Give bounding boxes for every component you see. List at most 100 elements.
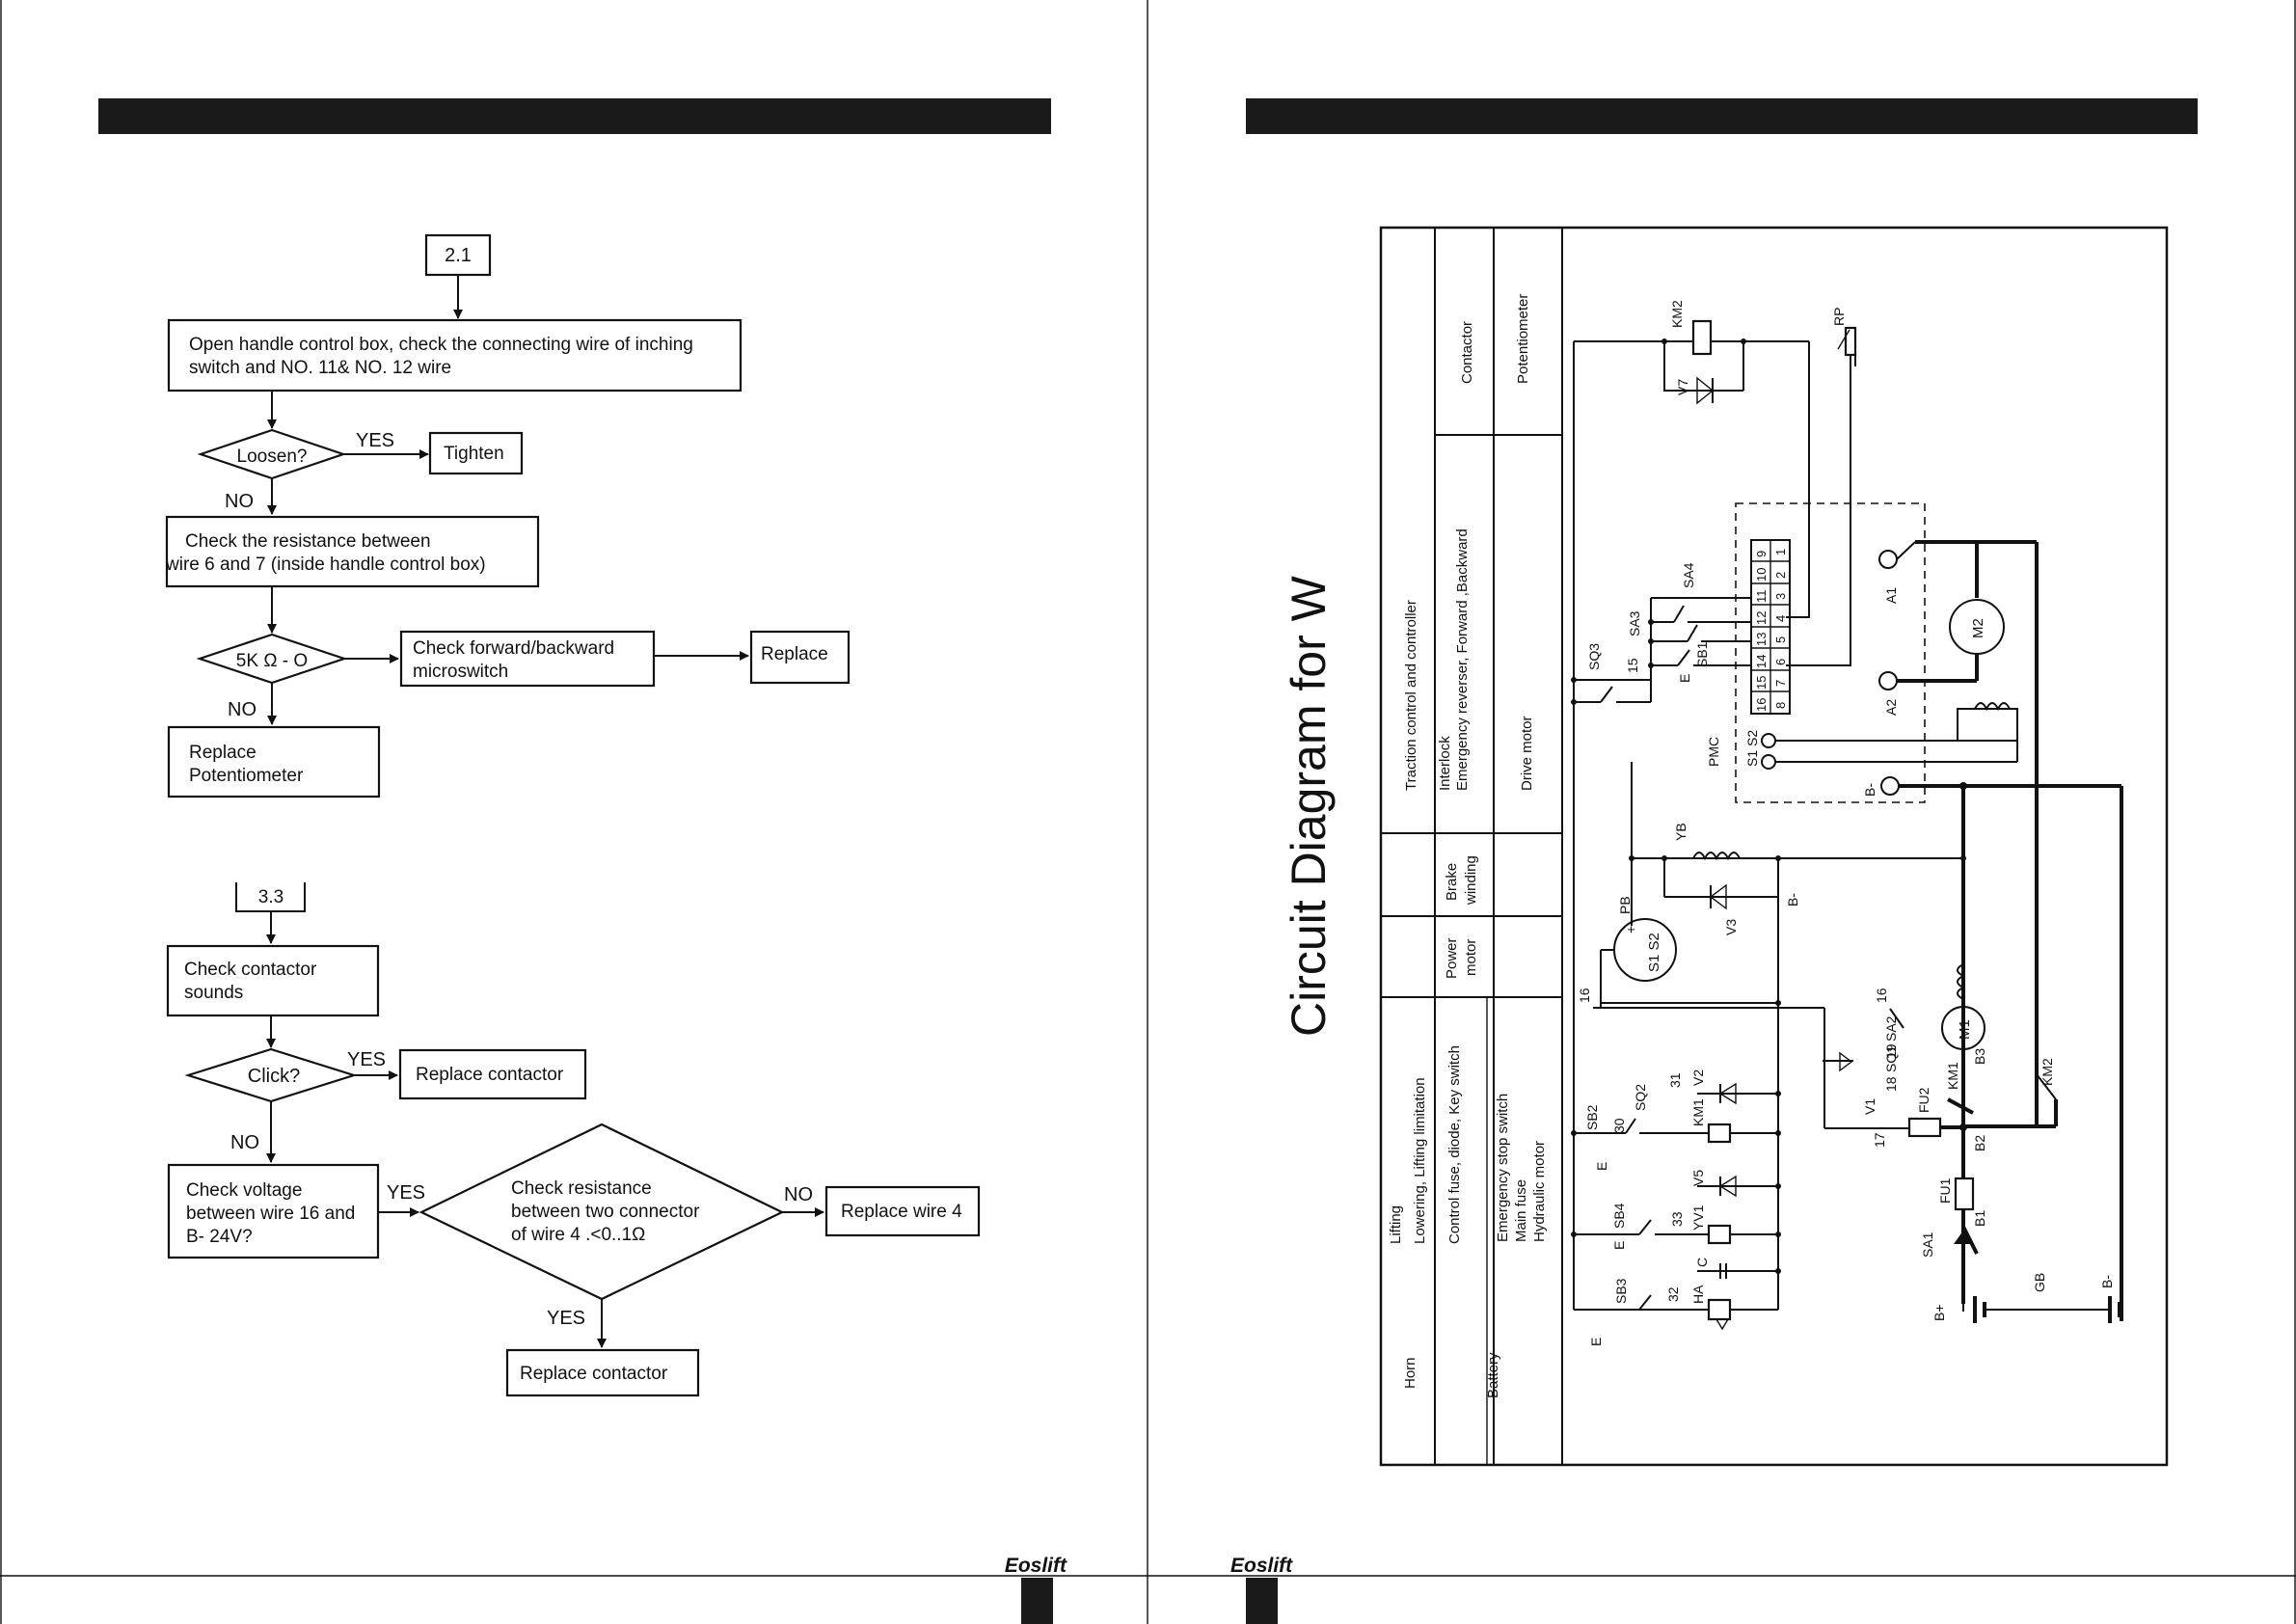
- right-header-bar: [1246, 98, 2198, 134]
- label-no-resistance: NO: [784, 1184, 813, 1205]
- lbl-sb1: SB1: [1694, 641, 1710, 667]
- label-yes-click: YES: [347, 1049, 386, 1070]
- lbl-v7: V7: [1675, 379, 1690, 395]
- terminal-15: 15: [1754, 676, 1769, 690]
- lbl-km2-r: KM2: [2039, 1058, 2055, 1086]
- legend-reverser: Emergency reverser, Forward ,Backward: [1454, 528, 1471, 791]
- label-yes-voltage: YES: [387, 1182, 425, 1204]
- lbl-pmc: PMC: [1706, 737, 1721, 767]
- legend-horn: Horn: [1402, 1357, 1418, 1389]
- label-no-5k: NO: [228, 699, 257, 720]
- label-no-loosen: NO: [225, 491, 254, 512]
- legend-motor: motor: [1463, 939, 1479, 976]
- decision-loosen: Loosen?: [237, 447, 308, 467]
- lbl-yb: YB: [1673, 823, 1688, 841]
- lbl-sq3: SQ3: [1586, 643, 1602, 670]
- lbl-18: 18: [1883, 1076, 1899, 1092]
- legend-potentiometer: Potentiometer: [1515, 294, 1531, 384]
- lbl-m1: M1: [1957, 1019, 1973, 1040]
- step-replace: Replace: [761, 644, 828, 664]
- lbl-e4: E: [1588, 1338, 1604, 1346]
- circuit-schematic: 16 15 14 13 12 11 10 9 8 7 6 5 4 3 2 1: [1571, 300, 2123, 1346]
- lbl-gb: GB: [2032, 1273, 2047, 1292]
- terminal-1: 1: [1773, 549, 1788, 555]
- legend-control-fuse: Control fuse, diode, Key switch: [1446, 1045, 1463, 1244]
- step-voltage-line1: Check voltage: [186, 1180, 302, 1201]
- step-replace-pot-line2: Potentiometer: [189, 766, 304, 786]
- flowchart-2-1: 2.1 Open handle control box, check the c…: [165, 233, 851, 798]
- terminal-16: 16: [1754, 698, 1769, 712]
- legend-brake: Brake: [1444, 863, 1460, 901]
- lbl-16a: 16: [1577, 988, 1592, 1003]
- lbl-sq2: SQ2: [1633, 1084, 1648, 1111]
- lbl-sa1: SA1: [1920, 1232, 1935, 1258]
- step-voltage-line3: B- 24V?: [186, 1227, 253, 1247]
- flow-start-3-3: 3.3: [258, 887, 284, 907]
- legend-contactor: Contactor: [1459, 321, 1475, 384]
- lbl-km2-top: KM2: [1669, 300, 1685, 328]
- lbl-e2: E: [1594, 1162, 1609, 1171]
- lbl-c: C: [1694, 1258, 1710, 1267]
- lbl-32: 32: [1665, 1286, 1681, 1302]
- step-micro-line1: Check forward/backward: [413, 638, 614, 659]
- terminal-7: 7: [1773, 680, 1788, 687]
- lbl-fu1: FU1: [1937, 1177, 1953, 1204]
- legend-drive-motor: Drive motor: [1519, 716, 1535, 791]
- lbl-v5: V5: [1690, 1170, 1706, 1186]
- decision-resistance-line1: Check resistance: [511, 1178, 652, 1199]
- lbl-bminus-top: B-: [1862, 783, 1877, 797]
- label-no-click: NO: [230, 1132, 259, 1153]
- lbl-sb3: SB3: [1613, 1278, 1629, 1304]
- legend-battery: Battery: [1485, 1352, 1501, 1398]
- lbl-bminus-bot: B-: [2099, 1275, 2115, 1288]
- step-sounds-line1: Check contactor: [184, 960, 317, 980]
- lbl-km1-r: KM1: [1945, 1062, 1960, 1090]
- lbl-bminus-mid: B-: [1785, 893, 1800, 907]
- lbl-s1s2-pb: S1 S2: [1646, 933, 1662, 972]
- terminal-6: 6: [1773, 659, 1788, 665]
- lbl-e1: E: [1677, 674, 1692, 683]
- terminal-12: 12: [1754, 611, 1769, 625]
- lbl-rp: RP: [1831, 308, 1847, 326]
- decision-5k: 5K Ω - O: [236, 651, 308, 671]
- left-brand-logo: Eoslift: [1005, 1555, 1067, 1577]
- terminal-5: 5: [1773, 636, 1788, 643]
- lbl-30: 30: [1611, 1118, 1627, 1133]
- lbl-m2: M2: [1970, 618, 1986, 638]
- legend-hydraulic-motor: Hydraulic motor: [1531, 1141, 1548, 1242]
- legend-traction: Traction control and controller: [1403, 600, 1419, 791]
- circuit-frame: [1379, 226, 2169, 1467]
- right-brand-logo: Eoslift: [1230, 1555, 1293, 1577]
- lbl-yv1: YV1: [1690, 1204, 1706, 1231]
- step-resistance-line1: Check the resistance between: [185, 531, 431, 552]
- flowchart-3-3: 3.3 Check contactor sounds Click? YES Re…: [166, 882, 981, 1397]
- terminal-11: 11: [1754, 590, 1769, 604]
- lbl-sb2: SB2: [1584, 1104, 1600, 1130]
- terminal-3: 3: [1773, 593, 1788, 600]
- terminal-4: 4: [1773, 615, 1788, 622]
- terminal-14: 14: [1754, 655, 1769, 668]
- label-yes-resistance: YES: [547, 1308, 585, 1329]
- lbl-sq1: SQ1: [1883, 1045, 1899, 1072]
- lbl-b3: B3: [1972, 1048, 1987, 1065]
- step-tighten: Tighten: [444, 444, 504, 464]
- step-open-line2: switch and NO. 11& NO. 12 wire: [189, 358, 451, 378]
- legend-lowering: Lowering, Lifting limitation: [1412, 1077, 1428, 1244]
- circuit-legend: Horn Lifting Lowering, Lifting limitatio…: [1388, 294, 1548, 1398]
- decision-resistance-line2: between two connector: [511, 1202, 700, 1222]
- step-resistance-line2: wire 6 and 7 (inside handle control box): [165, 555, 486, 575]
- label-yes-loosen: YES: [356, 430, 394, 451]
- lbl-17: 17: [1872, 1132, 1887, 1148]
- lbl-v2: V2: [1690, 1069, 1706, 1086]
- lbl-sb4: SB4: [1611, 1203, 1627, 1229]
- circuit-title: Circuit Diagram for W: [1282, 575, 1336, 1037]
- lbl-s1s2: S1 S2: [1744, 730, 1760, 767]
- legend-emergency-stop: Emergency stop switch: [1495, 1094, 1511, 1242]
- decision-click: Click?: [248, 1066, 300, 1087]
- terminal-13: 13: [1754, 633, 1769, 646]
- lbl-31: 31: [1667, 1072, 1683, 1088]
- flow-start-2-1: 2.1: [445, 245, 472, 266]
- decision-resistance-line3: of wire 4 .<0..1Ω: [511, 1225, 645, 1245]
